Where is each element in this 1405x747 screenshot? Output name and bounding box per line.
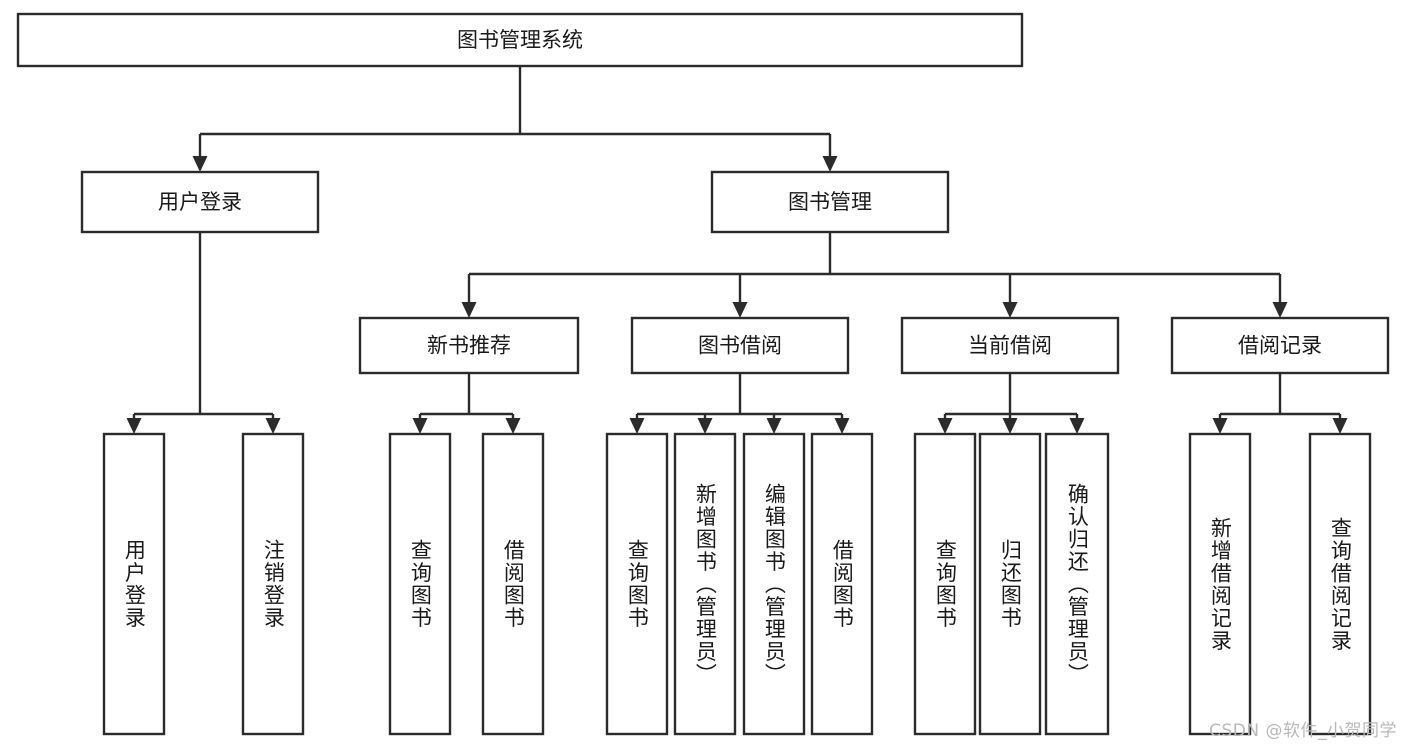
node-leaf-0[interactable] [102,432,166,736]
node-leaf-8[interactable] [913,432,977,736]
arrow-head-icon [505,418,521,434]
arrow-head-icon [629,418,645,434]
node-l3-label-2: 当前借阅 [968,334,1052,358]
arrow-head-icon [834,418,850,434]
arrow-head-icon [126,418,142,434]
node-root-label: 图书管理系统 [457,28,583,52]
node-leaf-11[interactable] [1188,432,1252,736]
arrow-head-icon [1069,418,1085,434]
arrow-head-icon [1002,418,1018,434]
arrow-head-icon [822,156,838,172]
arrow-head-icon [697,418,713,434]
node-leaf-4[interactable] [605,432,669,736]
node-leaf-9[interactable] [978,432,1042,736]
node-leaf-3[interactable] [481,432,545,736]
node-leaf-10[interactable] [1044,432,1110,736]
arrow-head-icon [1212,418,1228,434]
node-leaf-7[interactable] [810,432,874,736]
node-leaf-5[interactable] [673,432,737,736]
node-leaf-12[interactable] [1308,432,1372,736]
arrow-head-icon [732,302,748,318]
node-leaf-6[interactable] [742,432,806,736]
arrow-head-icon [766,418,782,434]
node-l2-label-1: 图书管理 [788,190,872,214]
csdn-watermark: CSDN @软件_小贺同学 [1209,721,1397,741]
arrow-head-icon [192,156,208,172]
arrow-head-icon [937,418,953,434]
arrow-head-icon [1272,302,1288,318]
arrow-head-icon [461,302,477,318]
node-l3-label-3: 借阅记录 [1238,334,1322,358]
arrow-head-icon [412,418,428,434]
node-l3-0[interactable] [358,316,580,375]
arrow-head-icon [1002,302,1018,318]
arrow-head-icon [1332,418,1348,434]
node-box-layer [16,12,1390,736]
arrow-head-icon [265,418,281,434]
node-l3-1[interactable] [630,316,850,375]
node-l2-label-0: 用户登录 [158,190,242,214]
node-root[interactable] [16,12,1024,68]
node-l3-label-1: 图书借阅 [698,334,782,358]
node-leaf-2[interactable] [388,432,452,736]
node-l3-2[interactable] [900,316,1120,375]
node-l3-3[interactable] [1170,316,1390,375]
node-l3-label-0: 新书推荐 [427,334,511,358]
connector-layer [126,66,1348,434]
node-l2-1[interactable] [710,170,950,234]
node-leaf-1[interactable] [241,432,305,736]
node-l2-0[interactable] [80,170,320,234]
